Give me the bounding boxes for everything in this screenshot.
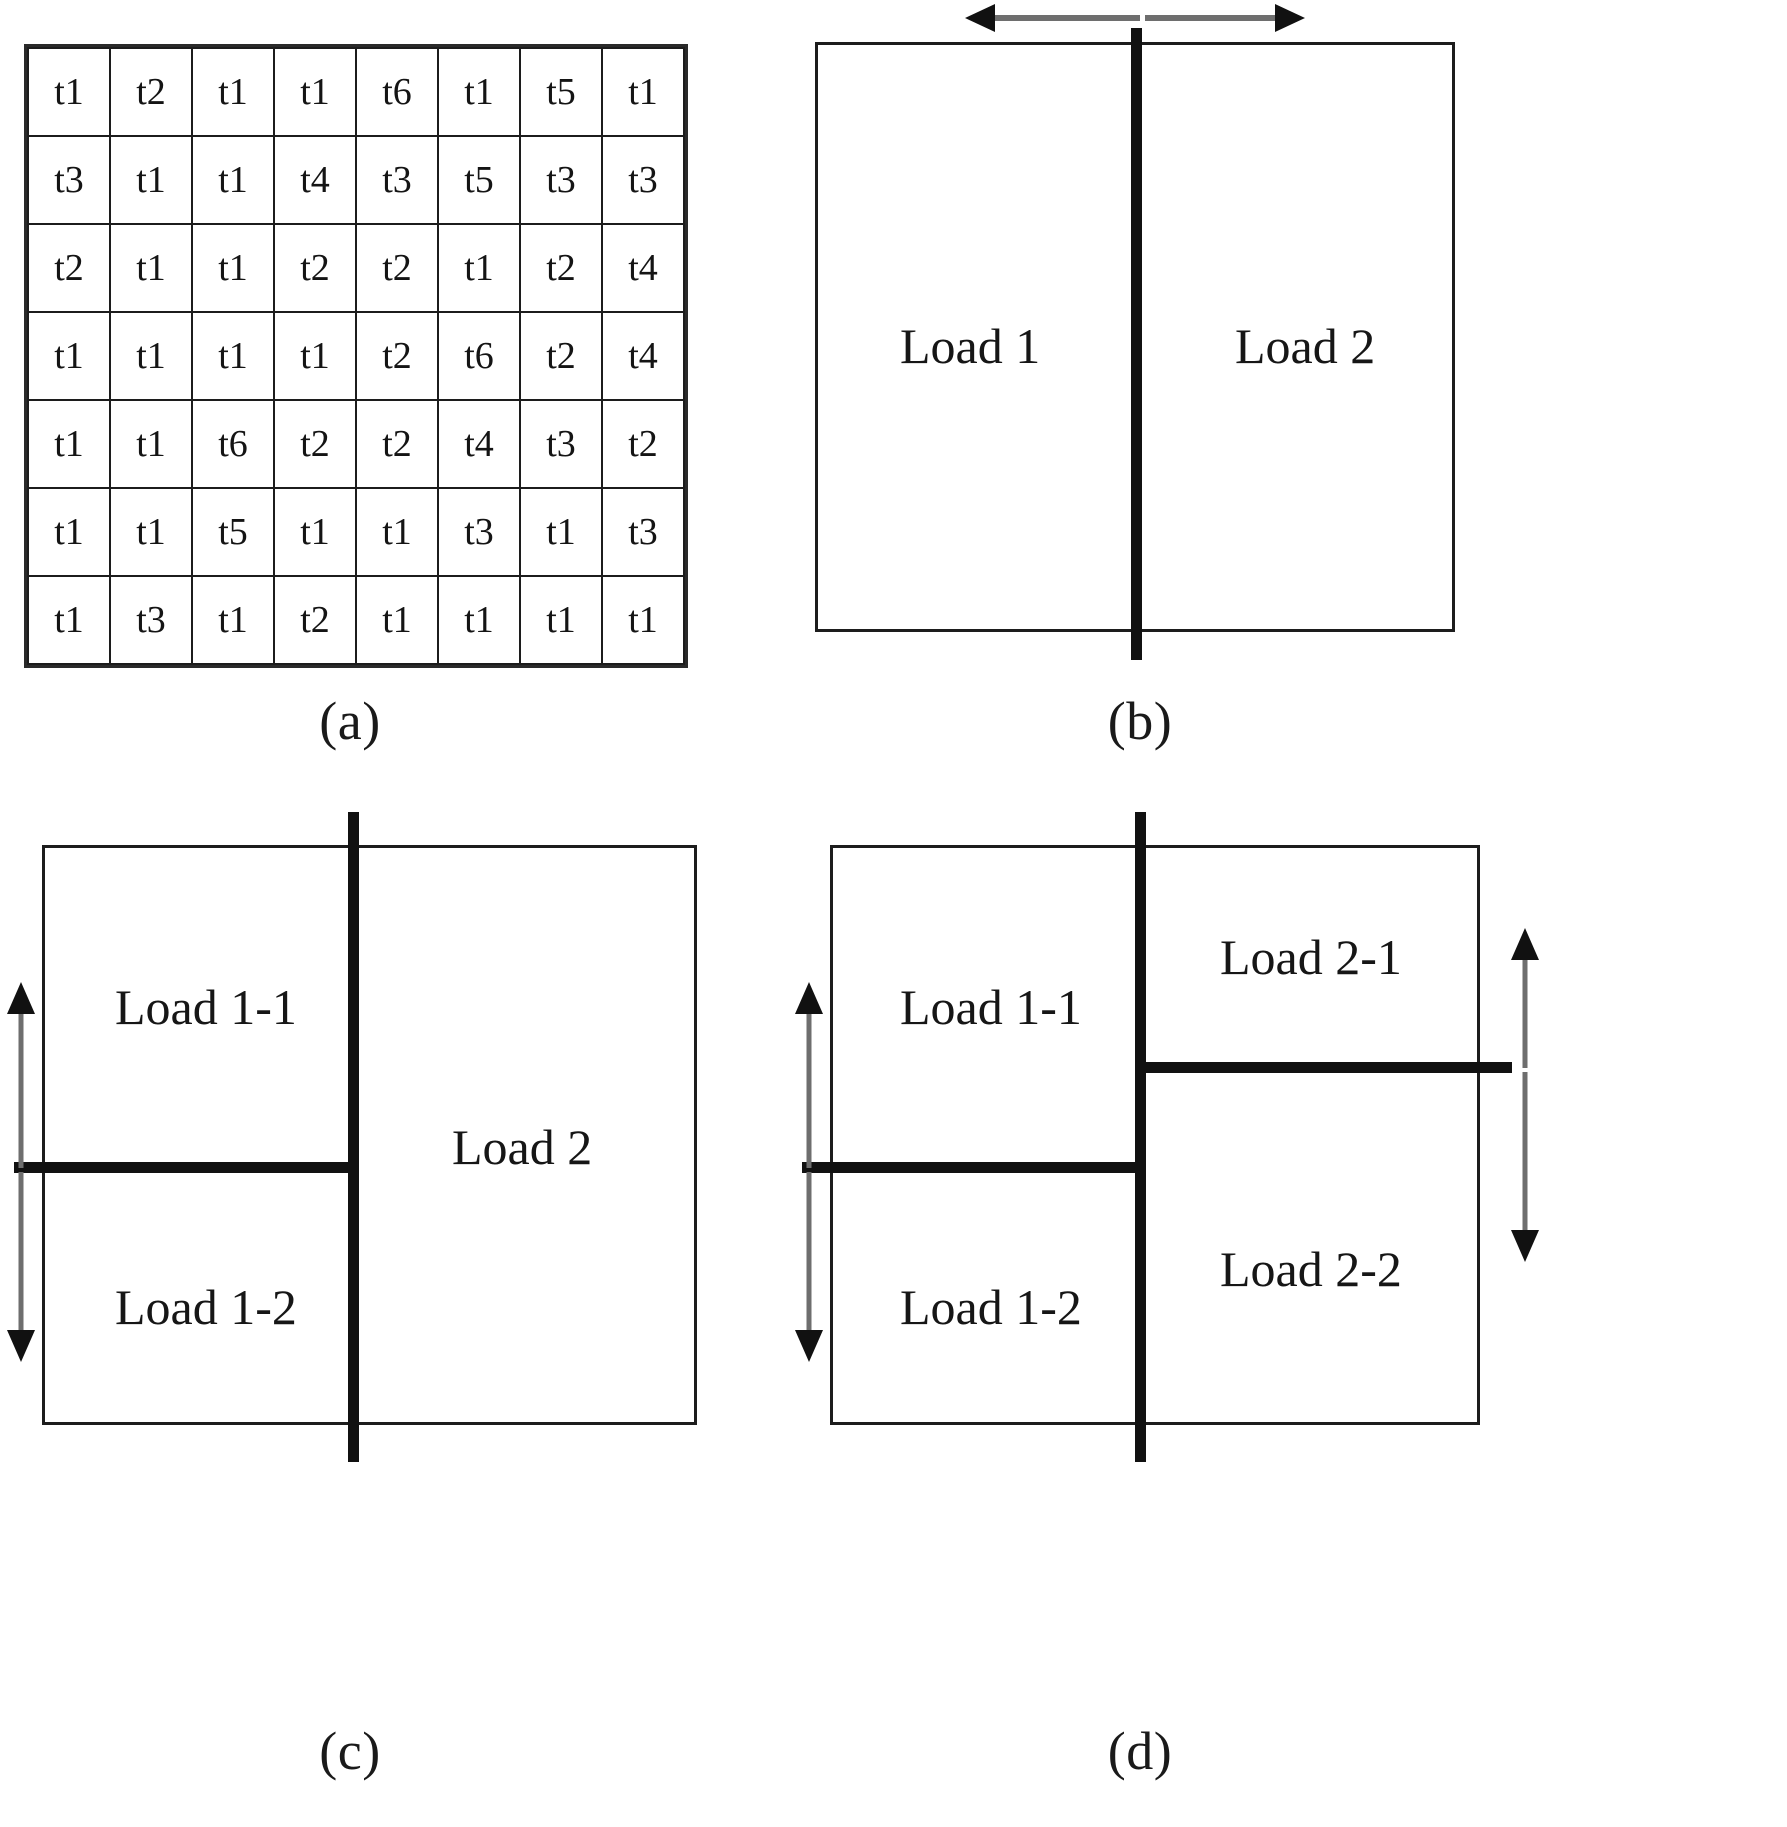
- task-grid-cell: t1: [27, 47, 111, 137]
- panel-d-load1-1-label: Load 1-1: [900, 979, 1082, 1035]
- task-grid-cell: t4: [601, 223, 685, 313]
- panel-d-right-down-arrow-icon: [1511, 1072, 1539, 1262]
- task-grid-cell: t3: [437, 487, 521, 577]
- task-grid-cell: t3: [519, 399, 603, 489]
- panel-c-load2-label: Load 2: [452, 1119, 593, 1175]
- task-grid-cell: t1: [437, 575, 521, 665]
- panel-a-caption: (a): [319, 691, 381, 751]
- panel-d-load1-2-label: Load 1-2: [900, 1279, 1082, 1335]
- task-grid-cell: t2: [273, 575, 357, 665]
- panel-c-horizontal-divider: [14, 1162, 359, 1173]
- task-grid-cell: t1: [191, 575, 275, 665]
- panel-b-caption: (b): [1107, 691, 1173, 751]
- task-grid-cell: t1: [109, 487, 193, 577]
- task-grid-cell: t2: [355, 223, 439, 313]
- task-grid-cell: t1: [273, 487, 357, 577]
- task-grid-cell: t1: [355, 575, 439, 665]
- task-grid-cell: t2: [273, 399, 357, 489]
- task-grid-cell: t6: [191, 399, 275, 489]
- task-grid-cell: t4: [601, 311, 685, 401]
- task-grid-cell: t1: [191, 311, 275, 401]
- task-grid-cell: t1: [437, 47, 521, 137]
- task-grid-cell: t5: [437, 135, 521, 225]
- panel-b-load2-label: Load 2: [1235, 318, 1376, 374]
- panel-c-outer-box: [42, 845, 697, 1425]
- panel-b-right-arrow-icon: [1145, 4, 1305, 32]
- task-grid-cell: t1: [273, 47, 357, 137]
- task-grid-cell: t1: [519, 487, 603, 577]
- task-grid-cell: t1: [109, 399, 193, 489]
- task-grid-cell: t1: [109, 135, 193, 225]
- task-grid-cell: t5: [519, 47, 603, 137]
- task-grid-cell: t4: [437, 399, 521, 489]
- task-grid-cell: t1: [27, 399, 111, 489]
- task-grid-cell: t1: [601, 575, 685, 665]
- panel-c-load1-split: Load 1-1 Load 1-2 Load 2: [0, 800, 790, 1820]
- panel-d-caption: (d): [1107, 1721, 1173, 1781]
- panel-d-left-horizontal-divider: [802, 1162, 1146, 1173]
- task-grid-cell: t6: [437, 311, 521, 401]
- panel-d-both-loads-split: Load 1-1 Load 1-2 Load 2-1 Load 2-2: [760, 800, 1787, 1820]
- task-grid-cell: t1: [191, 47, 275, 137]
- panel-c-caption: (c): [319, 1721, 381, 1781]
- task-grid-cell: t1: [27, 311, 111, 401]
- task-grid-cell: t1: [519, 575, 603, 665]
- task-grid-cell: t2: [601, 399, 685, 489]
- task-grid-cell: t1: [437, 223, 521, 313]
- task-grid-cell: t1: [191, 223, 275, 313]
- task-grid-cell: t4: [273, 135, 357, 225]
- task-grid-cell: t2: [355, 311, 439, 401]
- panel-c-vertical-divider: [348, 812, 359, 1462]
- panel-b-load1-label: Load 1: [900, 318, 1041, 374]
- panel-c-load1-1-label: Load 1-1: [115, 979, 297, 1035]
- task-grid-cell: t3: [109, 575, 193, 665]
- panel-b-left-arrow-icon: [965, 4, 1140, 32]
- panel-d-load2-1-label: Load 2-1: [1220, 929, 1402, 985]
- task-grid-cell: t2: [355, 399, 439, 489]
- task-grid-cell: t1: [109, 223, 193, 313]
- task-grid-cell: t1: [27, 487, 111, 577]
- panel-d-load2-2-label: Load 2-2: [1220, 1241, 1402, 1297]
- task-grid-cell: t3: [27, 135, 111, 225]
- task-grid-cell: t2: [27, 223, 111, 313]
- panel-d-outer-box: [830, 845, 1480, 1425]
- task-grid-cell: t1: [601, 47, 685, 137]
- task-grid-cell: t3: [601, 135, 685, 225]
- panel-d-left-up-arrow-icon: [795, 982, 823, 1168]
- task-grid-cell: t2: [273, 223, 357, 313]
- task-grid-cell: t5: [191, 487, 275, 577]
- task-grid-cell: t1: [355, 487, 439, 577]
- task-grid-cell: t2: [519, 311, 603, 401]
- task-grid-cell: t3: [519, 135, 603, 225]
- task-grid-cell: t1: [109, 311, 193, 401]
- panel-c-load1-2-label: Load 1-2: [115, 1279, 297, 1335]
- task-grid-cell: t1: [273, 311, 357, 401]
- panel-c-down-arrow-icon: [7, 1172, 35, 1362]
- task-grid-cell: t3: [601, 487, 685, 577]
- panel-d-left-down-arrow-icon: [795, 1172, 823, 1362]
- task-grid-cell: t2: [519, 223, 603, 313]
- task-grid-cell: t3: [355, 135, 439, 225]
- panel-b-vertical-divider: [1131, 28, 1142, 660]
- panel-d-right-horizontal-divider: [1135, 1062, 1512, 1073]
- panel-b-load-split: Load 1 Load 2: [0, 0, 1787, 760]
- task-grid-cell: t1: [191, 135, 275, 225]
- panel-c-up-arrow-icon: [7, 982, 35, 1168]
- task-grid-cell: t1: [27, 575, 111, 665]
- panel-d-right-up-arrow-icon: [1511, 928, 1539, 1068]
- task-grid-cell: t6: [355, 47, 439, 137]
- task-grid-cell: t2: [109, 47, 193, 137]
- panel-d-vertical-divider: [1135, 812, 1146, 1462]
